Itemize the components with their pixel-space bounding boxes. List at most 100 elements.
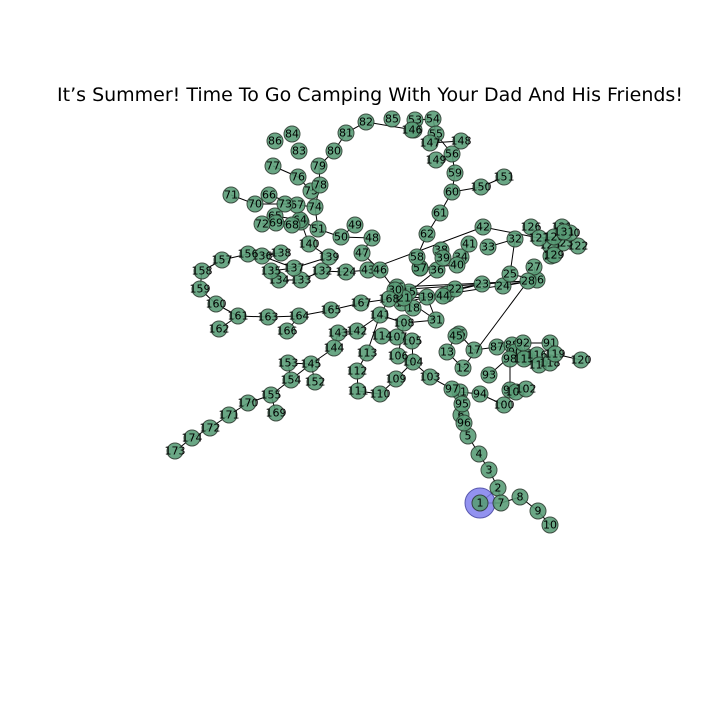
- node-45: 45: [447, 327, 465, 345]
- node-label: 23: [475, 278, 489, 291]
- node-circle: [348, 362, 366, 380]
- node-label: 108: [394, 317, 415, 330]
- node-label: 44: [436, 290, 450, 303]
- node-circle: [427, 311, 445, 329]
- node-168: 168: [379, 290, 400, 308]
- node-1: 1: [471, 494, 489, 512]
- node-circle: [546, 345, 564, 363]
- node-label: 48: [365, 232, 379, 245]
- node-circle: [403, 121, 421, 139]
- node-circle: [572, 351, 590, 369]
- node-label: 5: [465, 430, 472, 443]
- node-56: 56: [443, 145, 461, 163]
- node-111: 111: [348, 382, 369, 400]
- node-circle: [279, 354, 297, 372]
- node-103: 103: [420, 368, 441, 386]
- node-69: 69: [267, 214, 285, 232]
- node-circle: [371, 385, 389, 403]
- node-158: 158: [192, 262, 213, 280]
- node-circle: [306, 198, 324, 216]
- node-label: 56: [445, 148, 459, 161]
- node-label: 163: [258, 311, 279, 324]
- node-label: 97: [445, 383, 459, 396]
- node-circle: [434, 287, 452, 305]
- node-152: 152: [305, 373, 326, 391]
- node-141: 141: [370, 306, 391, 324]
- node-173: 173: [165, 442, 186, 460]
- node-84: 84: [283, 125, 301, 143]
- node-19: 19: [418, 288, 436, 306]
- node-label: 58: [410, 251, 424, 264]
- node-label: 70: [248, 198, 262, 211]
- node-62: 62: [418, 225, 436, 243]
- node-43: 43: [359, 261, 377, 279]
- node-label: 119: [545, 348, 566, 361]
- node-label: 138: [271, 247, 292, 260]
- node-73: 73: [276, 195, 294, 213]
- node-7: 7: [492, 494, 510, 512]
- node-label: 156: [238, 248, 259, 261]
- node-label: 174: [182, 432, 203, 445]
- node-label: 133: [291, 274, 312, 287]
- node-label: 69: [269, 217, 283, 230]
- node-172: 172: [200, 419, 221, 437]
- node-label: 76: [291, 171, 305, 184]
- node-label: 104: [403, 356, 424, 369]
- node-circle: [285, 259, 303, 277]
- node-95: 95: [453, 395, 471, 413]
- node-139: 139: [319, 248, 340, 266]
- node-label: 152: [305, 376, 326, 389]
- node-label: 49: [348, 219, 362, 232]
- node-circle: [290, 142, 308, 160]
- node-39: 39: [434, 249, 452, 267]
- node-label: 167: [351, 297, 372, 310]
- node-circle: [454, 359, 472, 377]
- node-circle: [302, 355, 320, 373]
- node-circle: [193, 262, 211, 280]
- node-148: 148: [451, 132, 472, 150]
- node-110: 110: [370, 385, 391, 403]
- node-circle: [346, 216, 364, 234]
- node-label: 72: [255, 218, 269, 231]
- node-66: 66: [260, 186, 278, 204]
- node-154: 154: [281, 371, 302, 389]
- node-label: 150: [471, 181, 492, 194]
- node-label: 135: [261, 265, 282, 278]
- node-circle: [229, 307, 247, 325]
- node-label: 143: [328, 327, 349, 340]
- node-circle: [322, 301, 340, 319]
- node-circle: [541, 516, 559, 534]
- node-8: 8: [511, 488, 529, 506]
- node-label: 92: [516, 337, 530, 350]
- node-label: 109: [386, 373, 407, 386]
- node-label: 41: [462, 238, 476, 251]
- node-79: 79: [310, 157, 328, 175]
- node-label: 24: [496, 280, 510, 293]
- node-circle: [395, 314, 413, 332]
- node-17: 17: [465, 341, 483, 359]
- node-44: 44: [434, 287, 452, 305]
- node-circle: [371, 261, 389, 279]
- node-label: 62: [420, 228, 434, 241]
- node-160: 160: [206, 295, 227, 313]
- node-137: 137: [284, 259, 305, 277]
- node-label: 22: [448, 283, 462, 296]
- node-label: 124: [336, 266, 357, 279]
- node-165: 165: [321, 301, 342, 319]
- node-146: 146: [402, 121, 423, 139]
- node-164: 164: [289, 307, 310, 325]
- node-119: 119: [545, 345, 566, 363]
- node-label: 103: [420, 371, 441, 384]
- node-circle: [455, 414, 473, 432]
- node-144: 144: [324, 339, 345, 357]
- node-circle: [272, 244, 290, 262]
- node-157: 157: [212, 251, 233, 269]
- node-circle: [427, 151, 445, 169]
- node-label: 114: [372, 330, 393, 343]
- node-54: 54: [424, 110, 442, 128]
- node-label: 160: [206, 298, 227, 311]
- node-circle: [337, 124, 355, 142]
- node-label: 112: [347, 365, 368, 378]
- node-51: 51: [309, 220, 327, 238]
- node-13: 13: [438, 343, 456, 361]
